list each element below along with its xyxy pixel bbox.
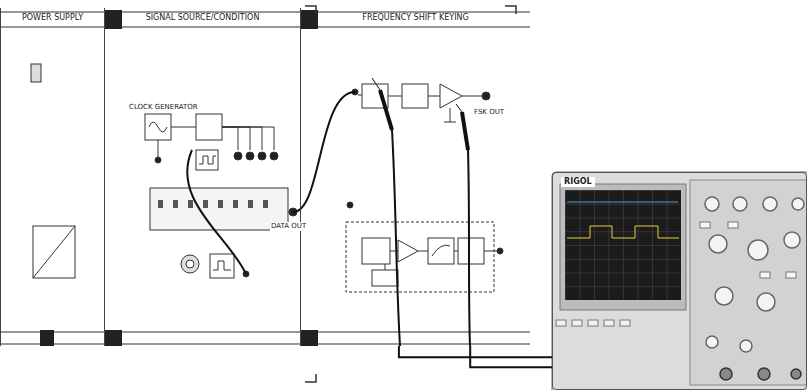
node-heading: RIGOL bbox=[561, 177, 806, 187]
section-band: POWER SUPPLY bbox=[0, 8, 104, 346]
heading-text: FREQUENCY SHIFT KEYING bbox=[359, 13, 471, 23]
signal-parts bbox=[145, 114, 297, 278]
node-heading: FREQUENCY SHIFT KEYING bbox=[301, 13, 530, 23]
probe bbox=[372, 78, 470, 346]
oscilloscope bbox=[552, 172, 807, 390]
probe-cable bbox=[399, 346, 552, 357]
corner-mark bbox=[305, 6, 516, 382]
section-band: SIGNAL SOURCE/CONDITION bbox=[104, 8, 300, 346]
power-parts bbox=[31, 64, 75, 278]
rail bbox=[0, 12, 530, 344]
fsk-parts bbox=[346, 84, 503, 292]
node-heading: POWER SUPPLY bbox=[1, 13, 104, 23]
heading-text: POWER SUPPLY bbox=[19, 13, 86, 23]
oscilloscope-box: RIGOL bbox=[552, 172, 807, 390]
signal-label: CLOCK GENERATOR bbox=[128, 103, 199, 112]
section-band: FREQUENCY SHIFT KEYING bbox=[300, 8, 530, 346]
heading-text: SIGNAL SOURCE/CONDITION bbox=[143, 13, 263, 23]
signal-label: DATA OUT bbox=[270, 222, 307, 231]
probe-cable bbox=[470, 346, 552, 367]
signal-label: FSK OUT bbox=[473, 108, 505, 117]
rail-block bbox=[40, 10, 318, 346]
patch-cord bbox=[187, 92, 355, 274]
node-heading: SIGNAL SOURCE/CONDITION bbox=[105, 13, 300, 23]
heading-text: RIGOL bbox=[561, 177, 595, 187]
